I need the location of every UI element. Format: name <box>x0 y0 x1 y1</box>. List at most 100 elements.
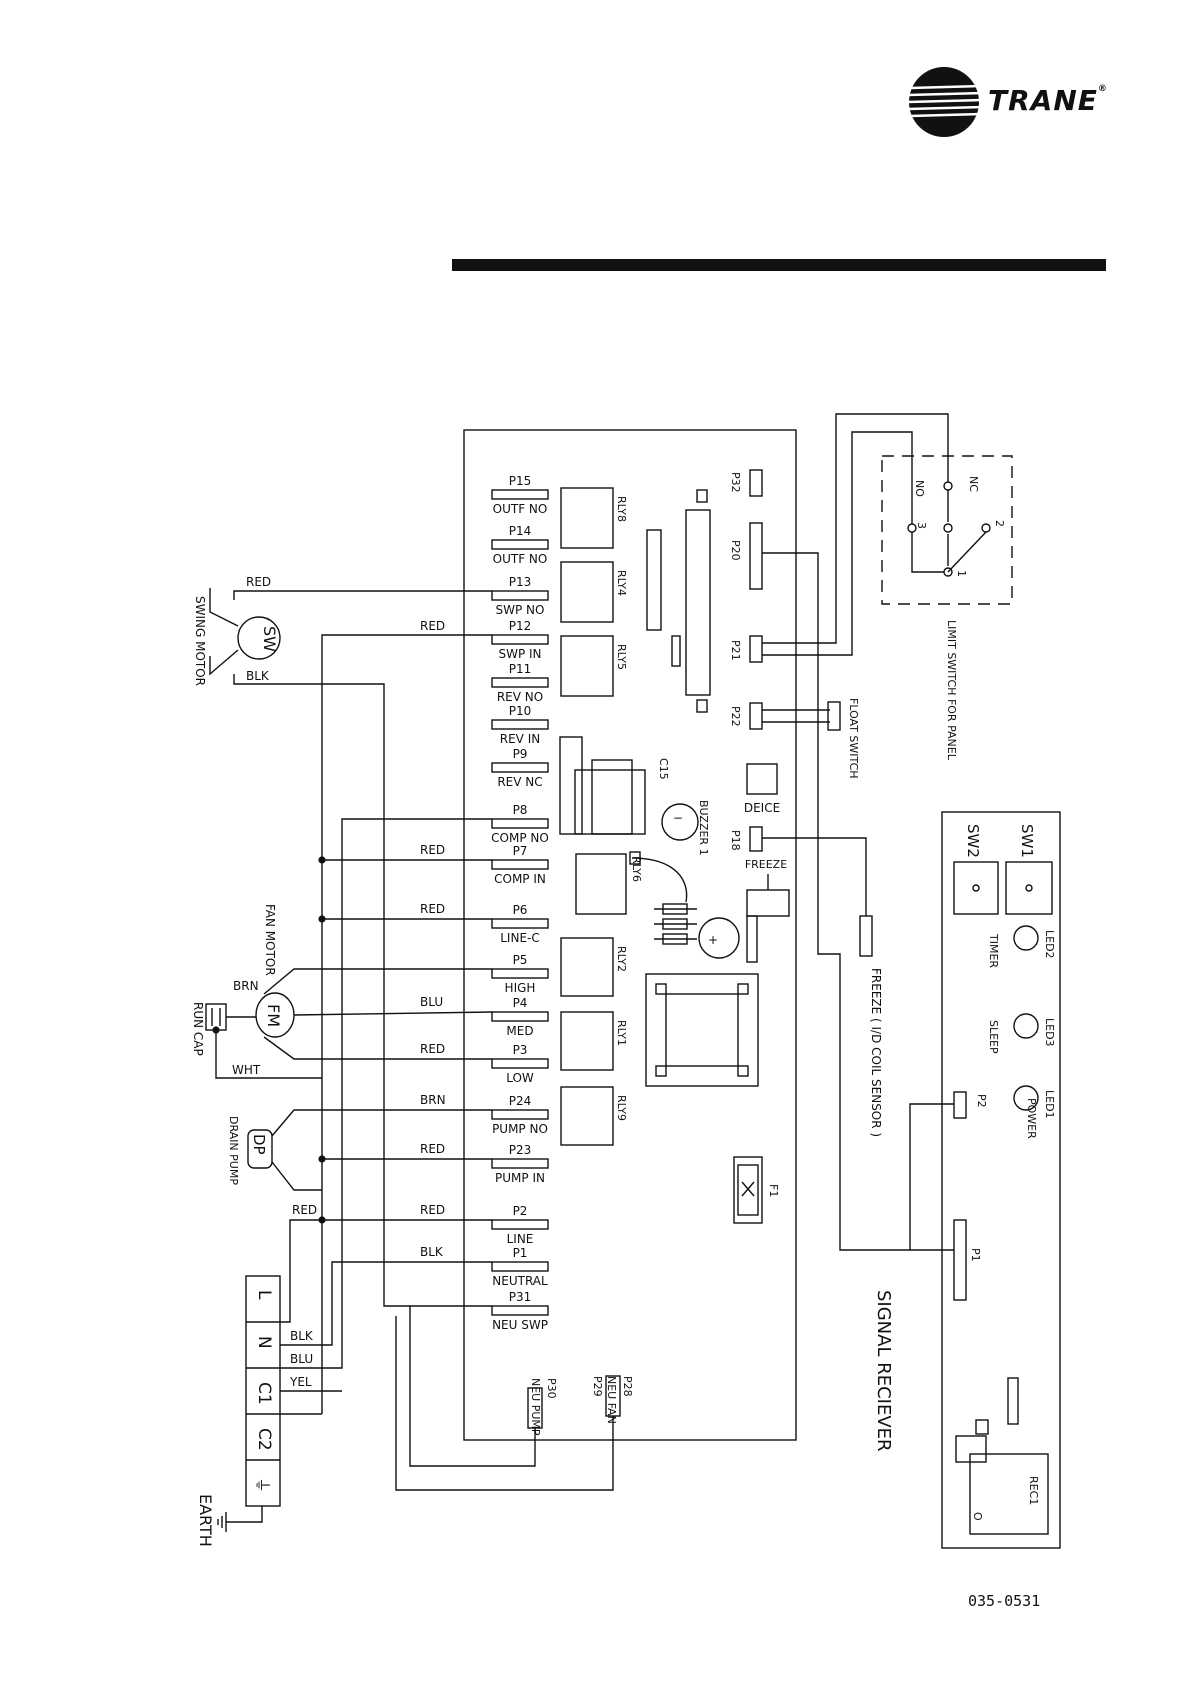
terminal-p4-id: P4 <box>513 996 528 1010</box>
terminal-p8 <box>491 818 549 829</box>
terminal-p11-label: REV NO <box>497 690 543 704</box>
connector-p32 <box>749 469 763 497</box>
terminal-p11-id: P11 <box>509 662 532 676</box>
terminal-p13 <box>491 590 549 601</box>
neu-fan-label: NEU FAN <box>605 1376 618 1424</box>
receiver-rec1 <box>969 1453 1049 1535</box>
earth-label: EARTH <box>196 1494 215 1547</box>
terminal-p15-id: P15 <box>509 474 532 488</box>
receiver-p2-label: P2 <box>975 1094 988 1108</box>
connector-p20 <box>749 522 763 590</box>
relay-rly2 <box>560 937 614 997</box>
terminal-p5-label: HIGH <box>505 981 536 995</box>
neu-pump-label: NEU PUMP <box>529 1378 542 1436</box>
relay-rly8-label: RLY8 <box>615 496 628 522</box>
terminal-p15 <box>491 489 549 500</box>
wire-label-red: RED <box>246 575 271 589</box>
trane-logo-icon <box>908 67 985 137</box>
connector-p18 <box>749 826 763 852</box>
terminal-p4 <box>491 1011 549 1022</box>
connector-p21-label: P21 <box>729 640 742 661</box>
limit-switch-pin-no <box>943 523 953 533</box>
wire-red-bus <box>321 634 492 1414</box>
control-board-outline <box>463 429 797 1441</box>
connector-p18-label: P18 <box>729 830 742 851</box>
signal-receiver-board <box>941 811 1061 1549</box>
wire-brn-pump <box>271 1109 492 1137</box>
capacitor-c15-body <box>574 769 646 835</box>
fuse-f1-label: F1 <box>767 1184 780 1197</box>
terminal-p23 <box>491 1158 549 1169</box>
wire-red-swing <box>233 590 492 600</box>
terminal-p3-label: LOW <box>506 1071 534 1085</box>
terminal-p12 <box>491 634 549 645</box>
transformer-core <box>665 993 739 1067</box>
drain-pump-icon <box>247 1129 273 1169</box>
wire-ls-no <box>762 431 913 656</box>
terminal-p7-label: COMP IN <box>494 872 546 886</box>
terminal-p12-id: P12 <box>509 619 532 633</box>
terminal-block-earth-icon: ⏚ <box>253 1477 272 1493</box>
limit-switch-no-label: NO <box>913 480 926 497</box>
terminal-p3 <box>491 1058 549 1069</box>
receiver-led1-icon <box>1013 1085 1039 1111</box>
wire-blk-neutral <box>280 1261 492 1346</box>
terminal-block-c1: C1 <box>254 1382 274 1405</box>
wire-wht <box>215 1030 322 1079</box>
limit-switch-box <box>881 455 1013 605</box>
limit-switch-nc-label: NC <box>967 476 980 492</box>
run-cap-label: RUN CAP <box>191 1002 205 1056</box>
receiver-led2-icon <box>1013 925 1039 951</box>
terminal-p14-label: OUTF NO <box>493 552 548 566</box>
relay-rly2-label: RLY2 <box>615 946 628 972</box>
transformer-corner <box>655 1065 667 1077</box>
wire-label-blk: BLK <box>290 1329 314 1343</box>
limit-switch-pin-2 <box>981 523 991 533</box>
wire-label-brn: BRN <box>420 1093 446 1107</box>
buzzer-icon <box>661 803 699 841</box>
terminal-p8-id: P8 <box>513 803 528 817</box>
chip-small <box>746 915 758 963</box>
wire-label-red: RED <box>420 843 445 857</box>
junction-dot <box>212 1026 220 1034</box>
terminal-p23-label: PUMP IN <box>495 1171 545 1185</box>
terminal-p31-id: P31 <box>509 1290 532 1304</box>
wire-label-red: RED <box>420 1042 445 1056</box>
wire-label-red: RED <box>420 902 445 916</box>
signal-receiver-title: SIGNAL RECIEVER <box>873 1290 894 1452</box>
connector-p28-label: P28 <box>621 1376 634 1397</box>
run-capacitor <box>205 1003 227 1031</box>
wire-freeze <box>762 837 867 916</box>
relay-rly6-label: RLY6 <box>630 856 643 882</box>
wire-label-red: RED <box>420 1142 445 1156</box>
wire-label-blk: BLK <box>246 669 270 683</box>
header-rule <box>452 259 1106 271</box>
receiver-led3-label: LED3 <box>1043 1018 1056 1047</box>
terminal-p10-id: P10 <box>509 704 532 718</box>
terminal-p31-label: NEU SWP <box>492 1318 548 1332</box>
receiver-sw2-label: SW2 <box>964 824 982 858</box>
wire-neu-pump <box>409 1306 536 1467</box>
swing-motor-label: SWING MOTOR <box>193 596 207 686</box>
connector-p32-label: P32 <box>729 472 742 493</box>
terminal-p1-id: P1 <box>513 1246 528 1260</box>
receiver-rec1-label: REC1 <box>1027 1476 1040 1505</box>
electrolytic-plus: + <box>708 933 718 947</box>
terminal-p6-label: LINE-C <box>500 931 540 945</box>
drain-pump-label: DRAIN PUMP <box>227 1116 240 1185</box>
wire-label-red: RED <box>420 1203 445 1217</box>
terminal-p8-label: COMP NO <box>491 831 549 845</box>
chip-small <box>671 635 681 667</box>
freeze-board-label: FREEZE <box>745 858 787 871</box>
wire-blk-swing <box>233 674 492 1307</box>
terminal-p7-id: P7 <box>513 844 528 858</box>
receiver-chip-small <box>975 1419 989 1435</box>
receiver-led1-label: LED1 <box>1043 1090 1056 1119</box>
receiver-rec1-o: O <box>971 1512 984 1521</box>
receiver-power-label: POWER <box>1025 1098 1038 1139</box>
wire-label-red: RED <box>292 1203 317 1217</box>
wire <box>909 1103 954 1250</box>
receiver-p1-connector <box>953 1219 967 1301</box>
fan-motor-label: FAN MOTOR <box>263 904 277 976</box>
